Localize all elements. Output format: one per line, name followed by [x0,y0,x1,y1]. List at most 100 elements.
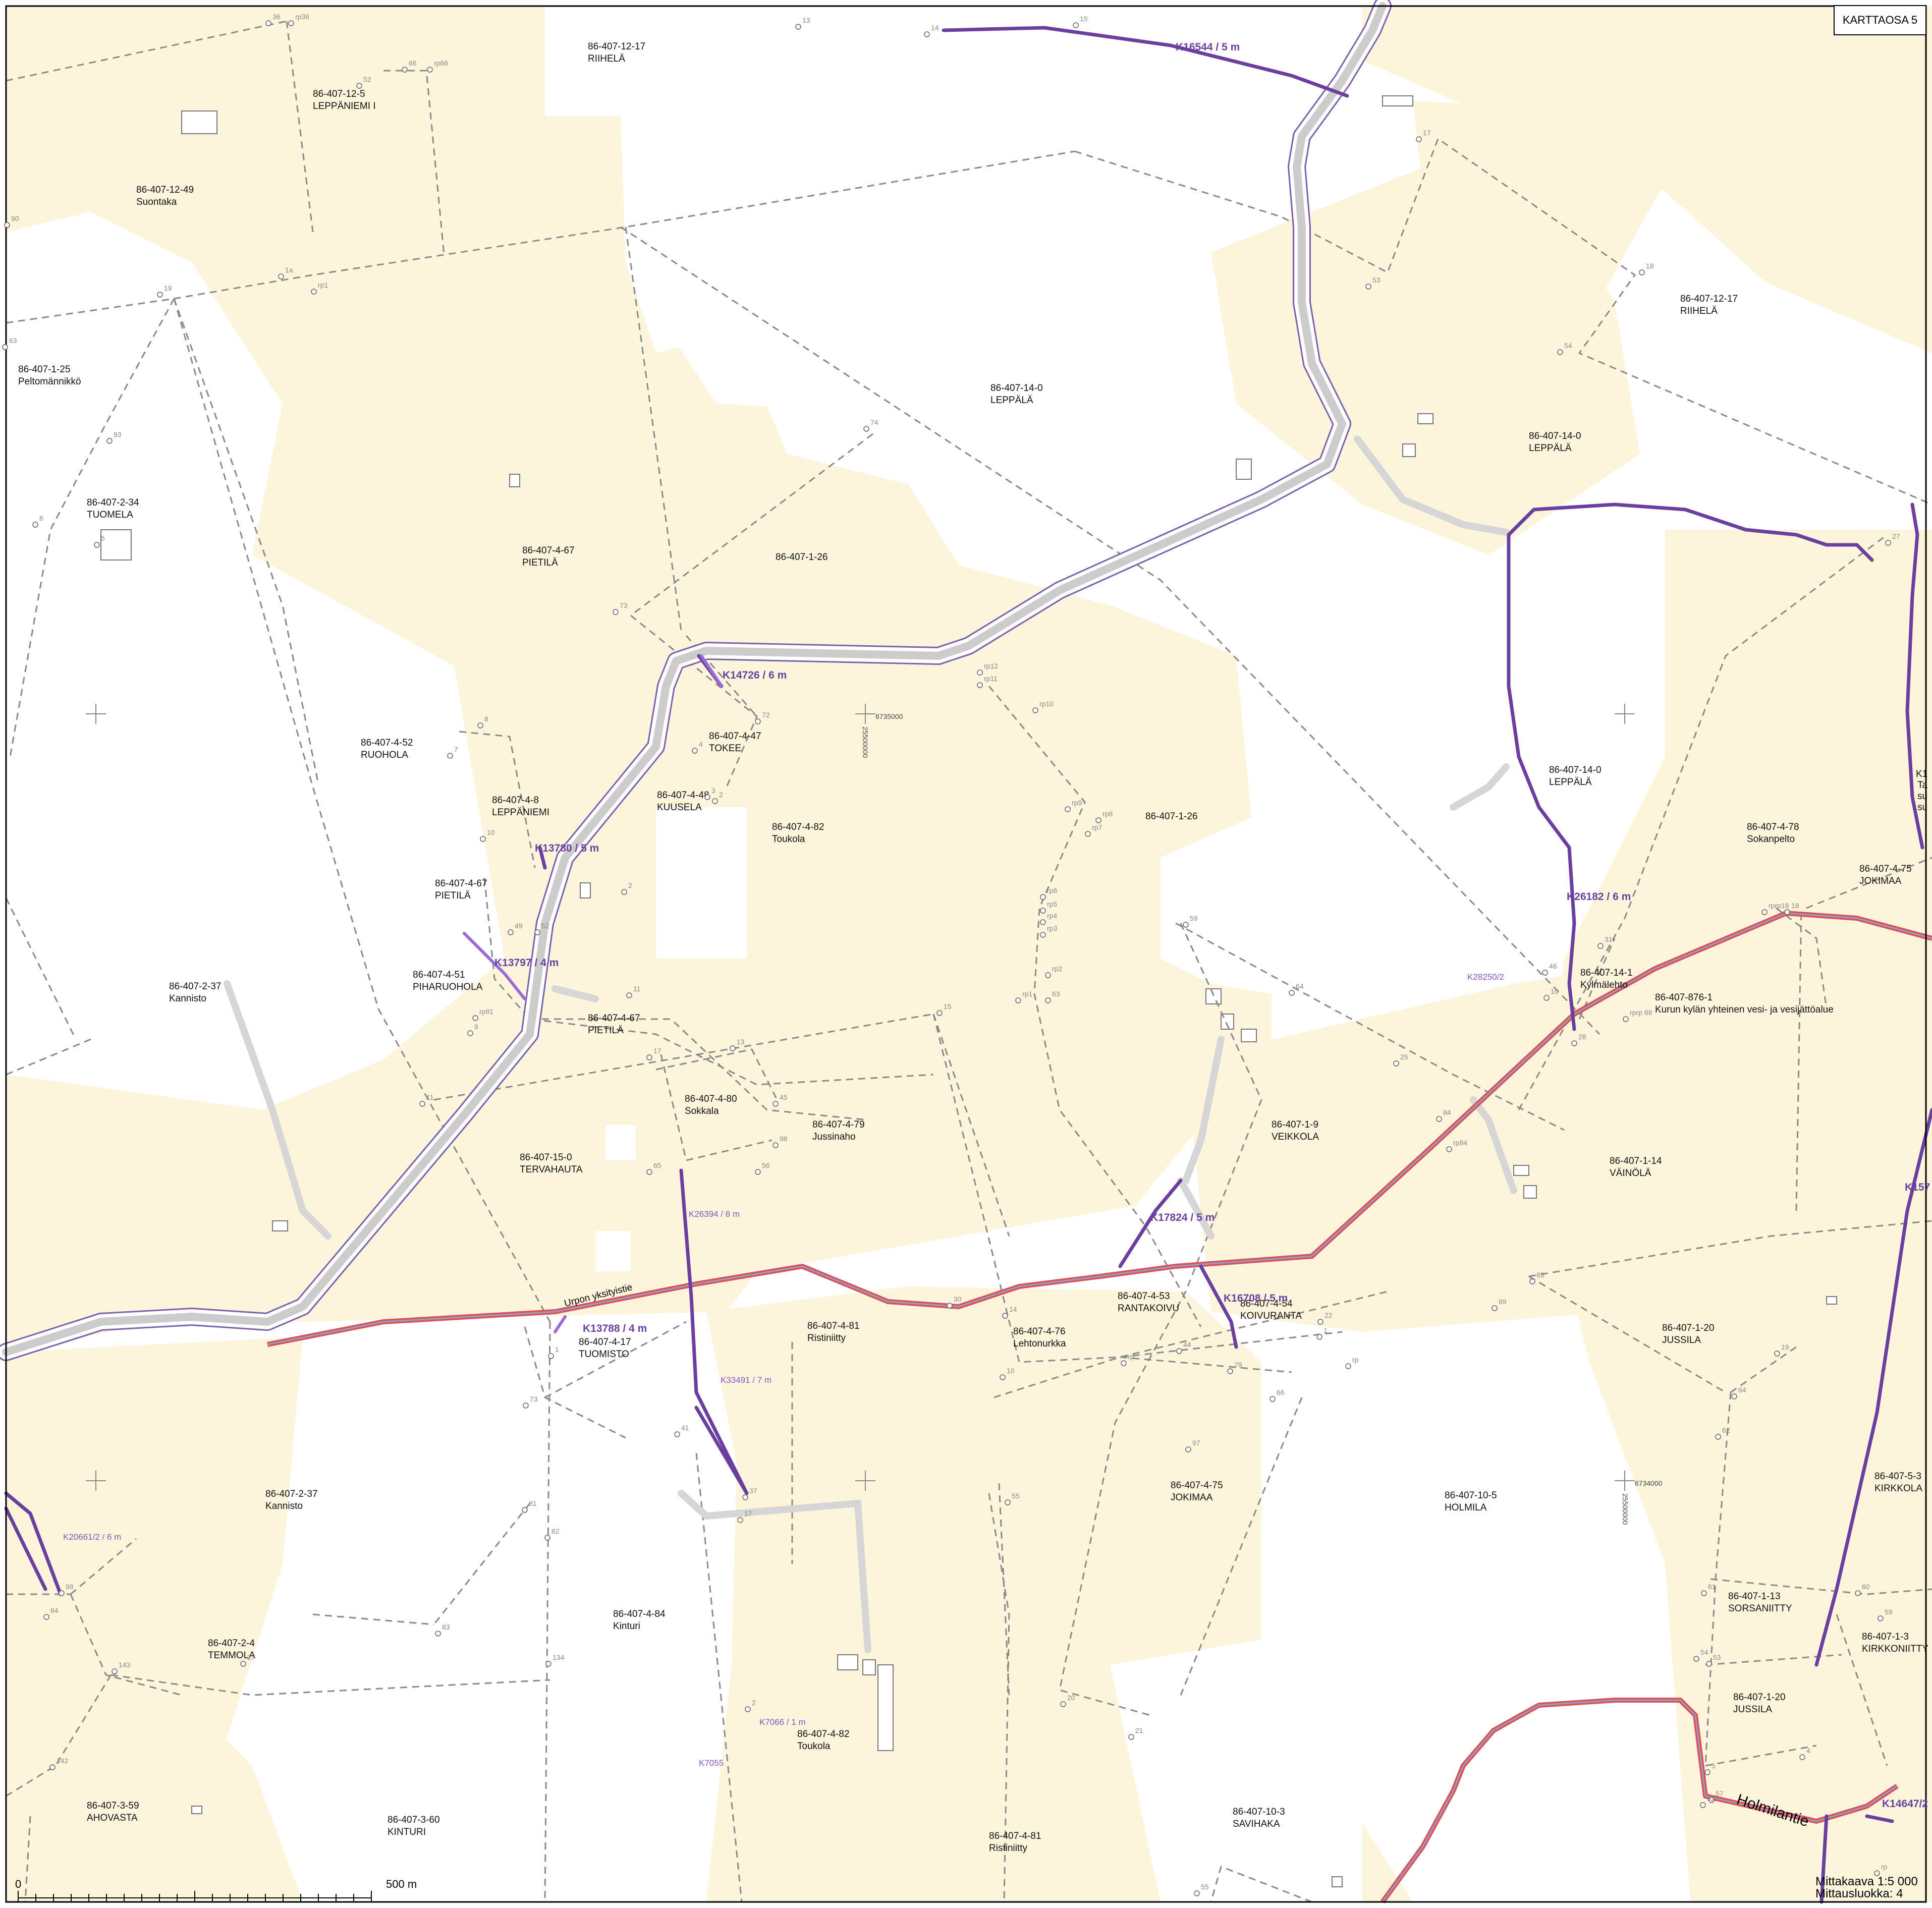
boundary-point-label: 64 [1296,982,1304,990]
boundary-point-marker [1185,1446,1191,1452]
boundary-point-label: rp36 [295,13,309,21]
boundary-point-marker [1002,1313,1008,1319]
boundary-point-marker [626,992,632,998]
parcel-id: 86-407-12-17 [1680,294,1738,304]
boundary-point-label: 142 [57,1757,69,1765]
parcel-id: 86-407-10-5 [1445,1490,1497,1501]
boundary-point-label: 59 [1885,1608,1893,1616]
boundary-point-marker [548,1353,554,1359]
boundary-point-marker [1085,831,1091,837]
scalebar: 0 500 m [15,1878,417,1902]
boundary-point-label: 64 [1738,1386,1746,1394]
edge-label: K1 [1916,769,1927,779]
boundary-point-label: rp66 [434,59,448,67]
parcel-name: LEPPÄLÄ [990,395,1033,406]
boundary-point-marker [1855,1590,1861,1596]
boundary-point-marker [1542,970,1548,976]
parcel-name: KUUSELA [657,802,702,813]
buildings [100,95,1837,1887]
boundary-point-marker [1393,1060,1399,1067]
boundary-point-label: 55 [1201,1883,1209,1891]
boundary-point-label: rp2 [1052,965,1062,973]
boundary-point-label: 73 [530,1395,538,1403]
parcel-id: 86-407-4-84 [613,1609,666,1619]
boundary-point-label: 25 [1400,1053,1408,1061]
boundary-point-marker [112,1668,118,1674]
boundary-point-label: 55 [1012,1492,1020,1500]
boundary-point-marker [646,1169,652,1175]
boundary-point-label: 143 [119,1661,131,1669]
boundary-point-marker [1774,1351,1780,1357]
route-label: K26182 / 6 m [1567,891,1631,903]
parcel-name: VEIKKOLA [1272,1132,1319,1142]
boundary-point-marker [1529,1278,1535,1284]
parcel-id: 86-407-12-49 [136,185,194,195]
boundary-point-label: 22 [1324,1311,1333,1319]
boundary-point-label: 99 [66,1583,74,1591]
boundary-point-label: 17 [1423,129,1431,137]
parcel-name: JOKIMAA [1859,876,1902,886]
boundary-point-label: 2 [719,791,723,799]
boundary-point-marker [674,1431,680,1437]
boundary-point-marker [1571,1040,1577,1046]
boundary-point-label: 53 [1713,1653,1721,1661]
boundary-point-label: 10 [1551,987,1559,995]
parcel-id: 86-407-1-14 [1610,1156,1662,1166]
boundary-point-marker [523,1402,529,1409]
boundary-point-label: 10 [487,828,495,836]
parcel-name: LEPPÄLÄ [1529,443,1572,454]
boundary-point-label: 90 [11,214,19,222]
boundary-point-label: rp8 [1102,810,1113,818]
boundary-point-marker [977,669,983,676]
parcel-id: 86-407-4-48 [657,790,709,801]
parcel-name: KINTURI [388,1827,426,1837]
parcel-id: 86-407-14-1 [1580,968,1633,978]
parcel-name: Toukola [797,1741,831,1752]
boundary-point-label: 66 [409,59,417,67]
boundary-point-marker [1715,1434,1721,1440]
boundary-point-label: 14 [1009,1305,1017,1313]
boundary-point-label: rp10 [1039,700,1054,708]
boundary-point-marker [745,1706,751,1712]
sheet-title-box: KARTTAOSA 5 [1834,5,1926,35]
boundary-point-label: 97 [1192,1439,1200,1447]
parcel-name: Jussinaho [812,1132,856,1142]
boundary-point-label: rp [1128,1353,1134,1361]
parcel-id: 86-407-4-82 [772,822,824,832]
boundary-point-marker [1040,932,1046,938]
route-label-small: K7066 / 1 m [759,1717,806,1727]
parcel-name: Ristiniitty [807,1333,846,1343]
boundary-point-label: rprp18 [1769,902,1789,910]
route-label-small: K7055 [699,1758,724,1768]
boundary-point-label: 17 [653,1047,661,1055]
route-label-small: K28250/2 [1467,972,1504,982]
parcel-name: PIHARUOHOLA [413,982,483,992]
parcel-id: 86-407-4-8 [492,795,539,806]
boundary-point-label: 30 [954,1295,962,1303]
boundary-point-label: 41 [681,1424,689,1432]
boundary-point-marker [692,748,698,754]
parcel-id: 86-407-4-76 [1013,1326,1066,1337]
boundary-point-marker [480,836,486,842]
route-label-small: K20661/2 / 6 m [63,1532,121,1542]
boundary-point-marker [544,1535,550,1541]
boundary-point-marker [1045,997,1051,1003]
grid-label: 6735000 [875,712,903,720]
easement-routes [4,26,1932,1904]
parcel-id: 86-407-3-60 [388,1815,440,1825]
edge-label: K157 [1905,1182,1930,1193]
boundary-point-label: rp1 [1022,990,1032,998]
scale-text: Mittakaava 1:5 000 [1815,1875,1918,1888]
boundary-point-marker [1639,269,1645,275]
parcel-name: Toukola [772,834,805,845]
parcel-name: Kannisto [265,1501,303,1511]
boundary-point-label: 83 [442,1623,450,1631]
parcel-id: 86-407-3-59 [87,1801,139,1811]
boundary-point-label: 82 [551,1527,560,1535]
parcel-boundaries [5,20,1932,1903]
boundary-point-marker [467,1030,473,1036]
boundary-point-label: 84 [50,1606,59,1614]
parcel-name: TUOMISTO [579,1349,629,1360]
parcel-id: 86-407-4-53 [1118,1291,1170,1302]
